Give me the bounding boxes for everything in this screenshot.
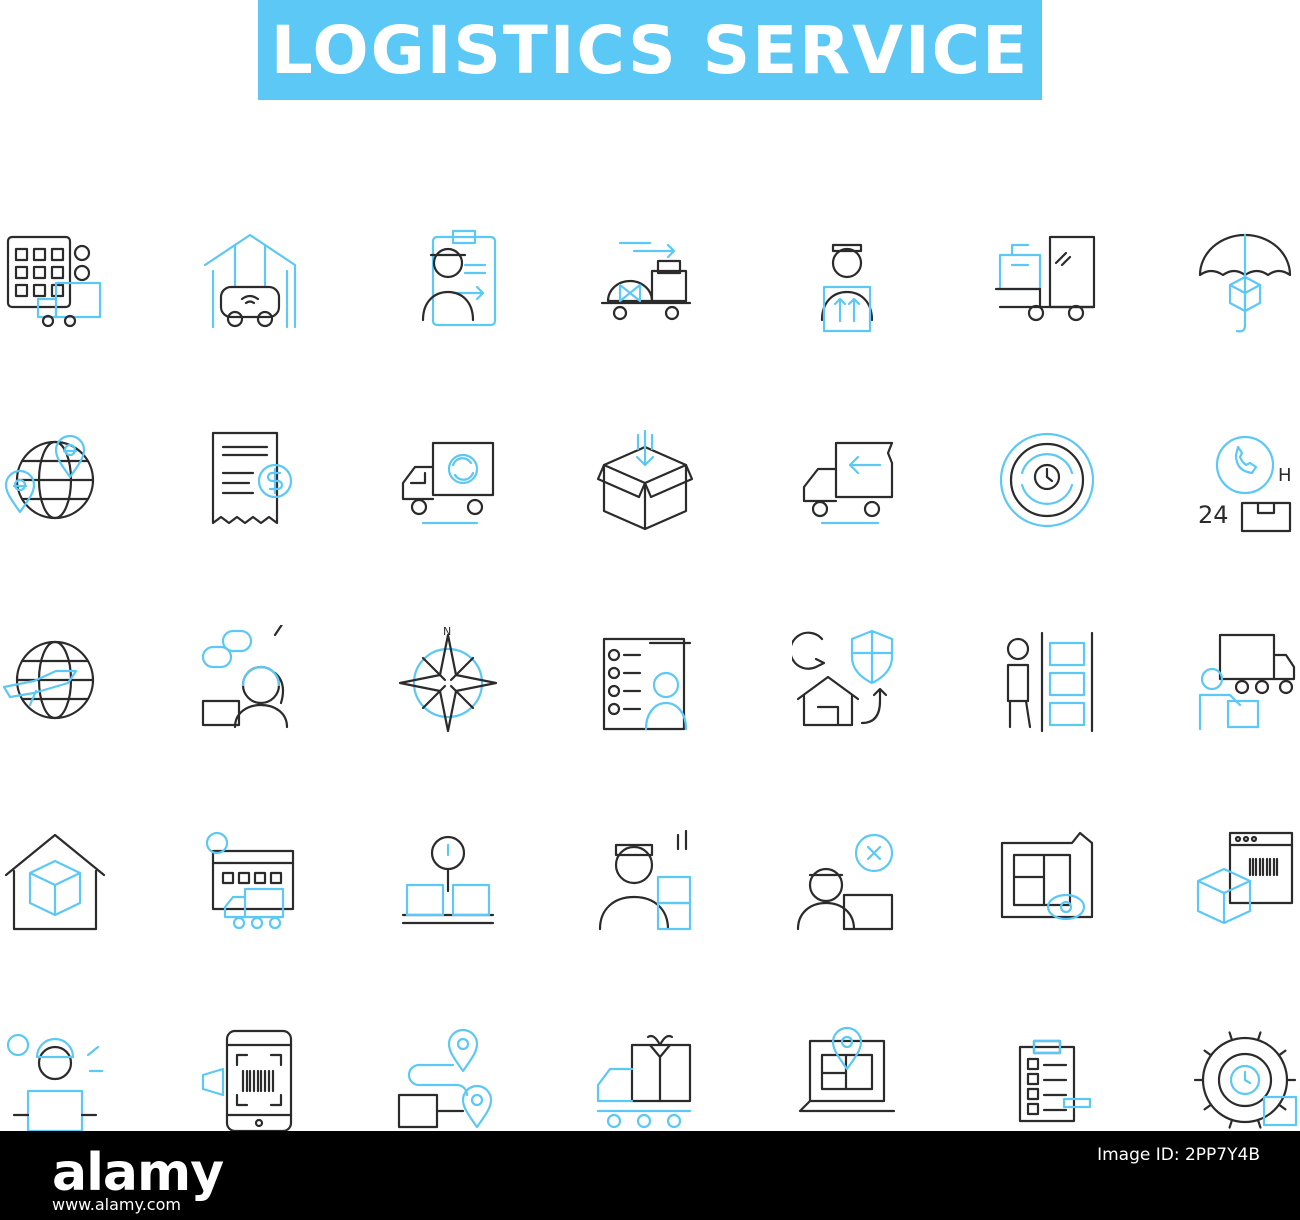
- delivery-man-icon: [590, 825, 700, 935]
- schedule-truck-icon: [195, 825, 305, 935]
- customer-support-icon: [195, 625, 305, 735]
- mobile-barcode-icon: [195, 1025, 305, 1135]
- alamy-logo: alamy: [52, 1143, 224, 1203]
- umbrella-protection-icon: [1190, 225, 1300, 335]
- footer-bar: alamy Image ID: 2PP7Y4B www.alamy.com: [0, 1131, 1300, 1220]
- warehouse-worker-icon: [992, 625, 1102, 735]
- courier-clipboard-icon: [393, 225, 503, 335]
- invoice-payment-icon: [195, 425, 305, 535]
- food-delivery-truck-icon: [590, 225, 700, 335]
- express-truck-icon: [792, 425, 902, 535]
- title-banner: LOGISTICS SERVICE: [258, 0, 1042, 100]
- house-package-icon: [0, 825, 110, 935]
- warehouse-robot-icon: [195, 225, 305, 335]
- package-box-icon: [590, 425, 700, 535]
- image-url: www.alamy.com: [52, 1195, 181, 1214]
- courier-package-icon: [792, 225, 902, 335]
- gift-delivery-truck-icon: [590, 1025, 700, 1135]
- global-airplane-icon: [0, 625, 110, 735]
- checklist-person-icon: [590, 625, 700, 735]
- courier-truck-icon: [1190, 625, 1300, 735]
- gear-timer-icon: [1190, 1025, 1300, 1135]
- barcode-package-icon: [1190, 825, 1300, 935]
- forklift-icon: [992, 225, 1102, 335]
- package-scale-icon: [393, 825, 503, 935]
- clipboard-checklist-icon: [992, 1025, 1102, 1135]
- clock-cycle-icon: [992, 425, 1102, 535]
- delivery-cancel-icon: [792, 825, 902, 935]
- svg-text:N: N: [443, 625, 451, 638]
- delivery-truck-icon: [393, 425, 503, 535]
- svg-text:H: H: [1278, 465, 1292, 486]
- route-map-icon: [393, 1025, 503, 1135]
- compass-rose-icon: N: [393, 625, 503, 735]
- global-locations-icon: [0, 425, 110, 535]
- support-24h-icon: 24 H: [1190, 425, 1300, 535]
- blueprint-eye-icon: [992, 825, 1102, 935]
- icon-grid: 24 H N: [0, 225, 1300, 1135]
- image-id: Image ID: 2PP7Y4B: [1097, 1145, 1260, 1165]
- laptop-location-icon: [792, 1025, 902, 1135]
- page-title: LOGISTICS SERVICE: [270, 11, 1030, 89]
- calendar-truck-icon: [0, 225, 110, 335]
- worker-package-icon: [0, 1025, 110, 1135]
- svg-text:24: 24: [1198, 501, 1229, 529]
- home-protection-icon: [792, 625, 902, 735]
